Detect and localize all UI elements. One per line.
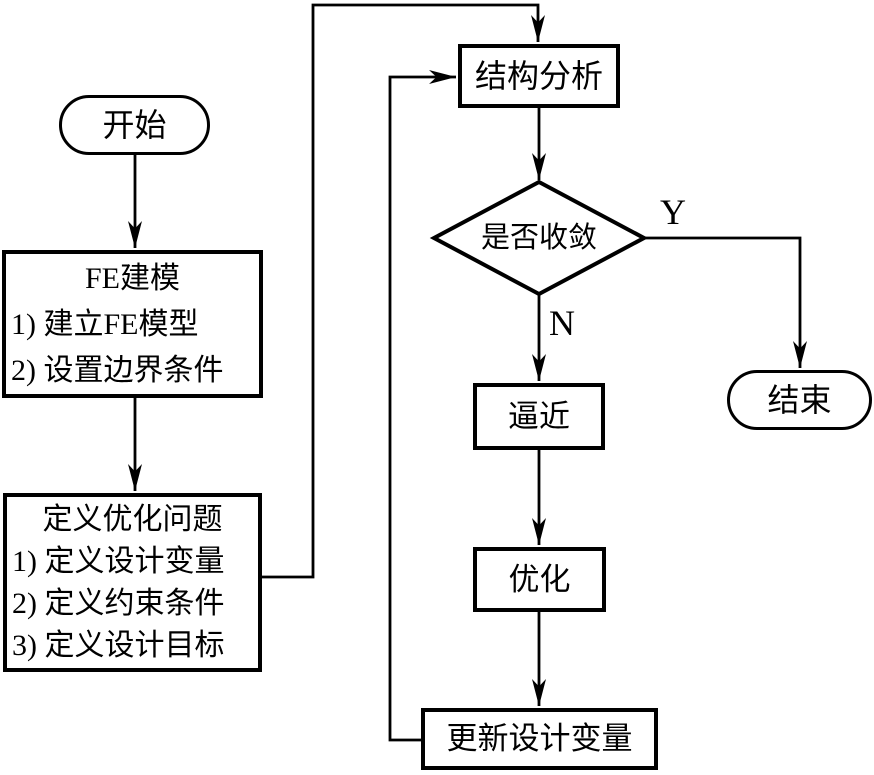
edge-update-variables-to-structural-analysis (388, 70, 456, 742)
optimization-label: 优化 (508, 562, 571, 597)
define-optimization-item-3: 3) 定义设计目标 (12, 629, 225, 662)
define-optimization-title: 定义优化问题 (42, 503, 223, 536)
structural-analysis-label: 结构分析 (474, 58, 603, 94)
approximation-label: 逼近 (508, 399, 570, 434)
node-define-optimization: 定义优化问题 1) 定义设计变量 2) 定义约束条件 3) 定义设计目标 (3, 493, 262, 672)
convergence-diamond-shape (429, 179, 649, 297)
edge-convergence-yes-to-end (644, 236, 807, 368)
define-optimization-item-1: 1) 定义设计变量 (12, 545, 225, 578)
node-structural-analysis: 结构分析 (458, 44, 620, 108)
start-label: 开始 (102, 107, 167, 143)
end-label: 结束 (767, 382, 832, 418)
node-end: 结束 (727, 370, 872, 430)
update-design-variables-label: 更新设计变量 (446, 721, 633, 756)
node-optimization: 优化 (473, 547, 606, 612)
node-fe-modeling: FE建模 1) 建立FE模型 2) 设置边界条件 (2, 250, 263, 398)
edge-label-no: N (549, 303, 575, 343)
node-convergence-check: 是否收敛 (449, 222, 629, 254)
edge-define-optimization-to-structural-analysis (262, 3, 545, 579)
define-optimization-item-2: 2) 定义约束条件 (12, 587, 225, 620)
fe-modeling-title: FE建模 (84, 262, 180, 295)
edge-label-yes: Y (660, 192, 686, 232)
node-start: 开始 (59, 95, 210, 155)
convergence-check-label: 是否收敛 (480, 222, 597, 254)
node-update-design-variables: 更新设计变量 (421, 708, 658, 770)
fe-modeling-item-2: 2) 设置边界条件 (11, 354, 224, 387)
fe-modeling-item-1: 1) 建立FE模型 (11, 308, 199, 341)
node-approximation: 逼近 (473, 383, 605, 450)
